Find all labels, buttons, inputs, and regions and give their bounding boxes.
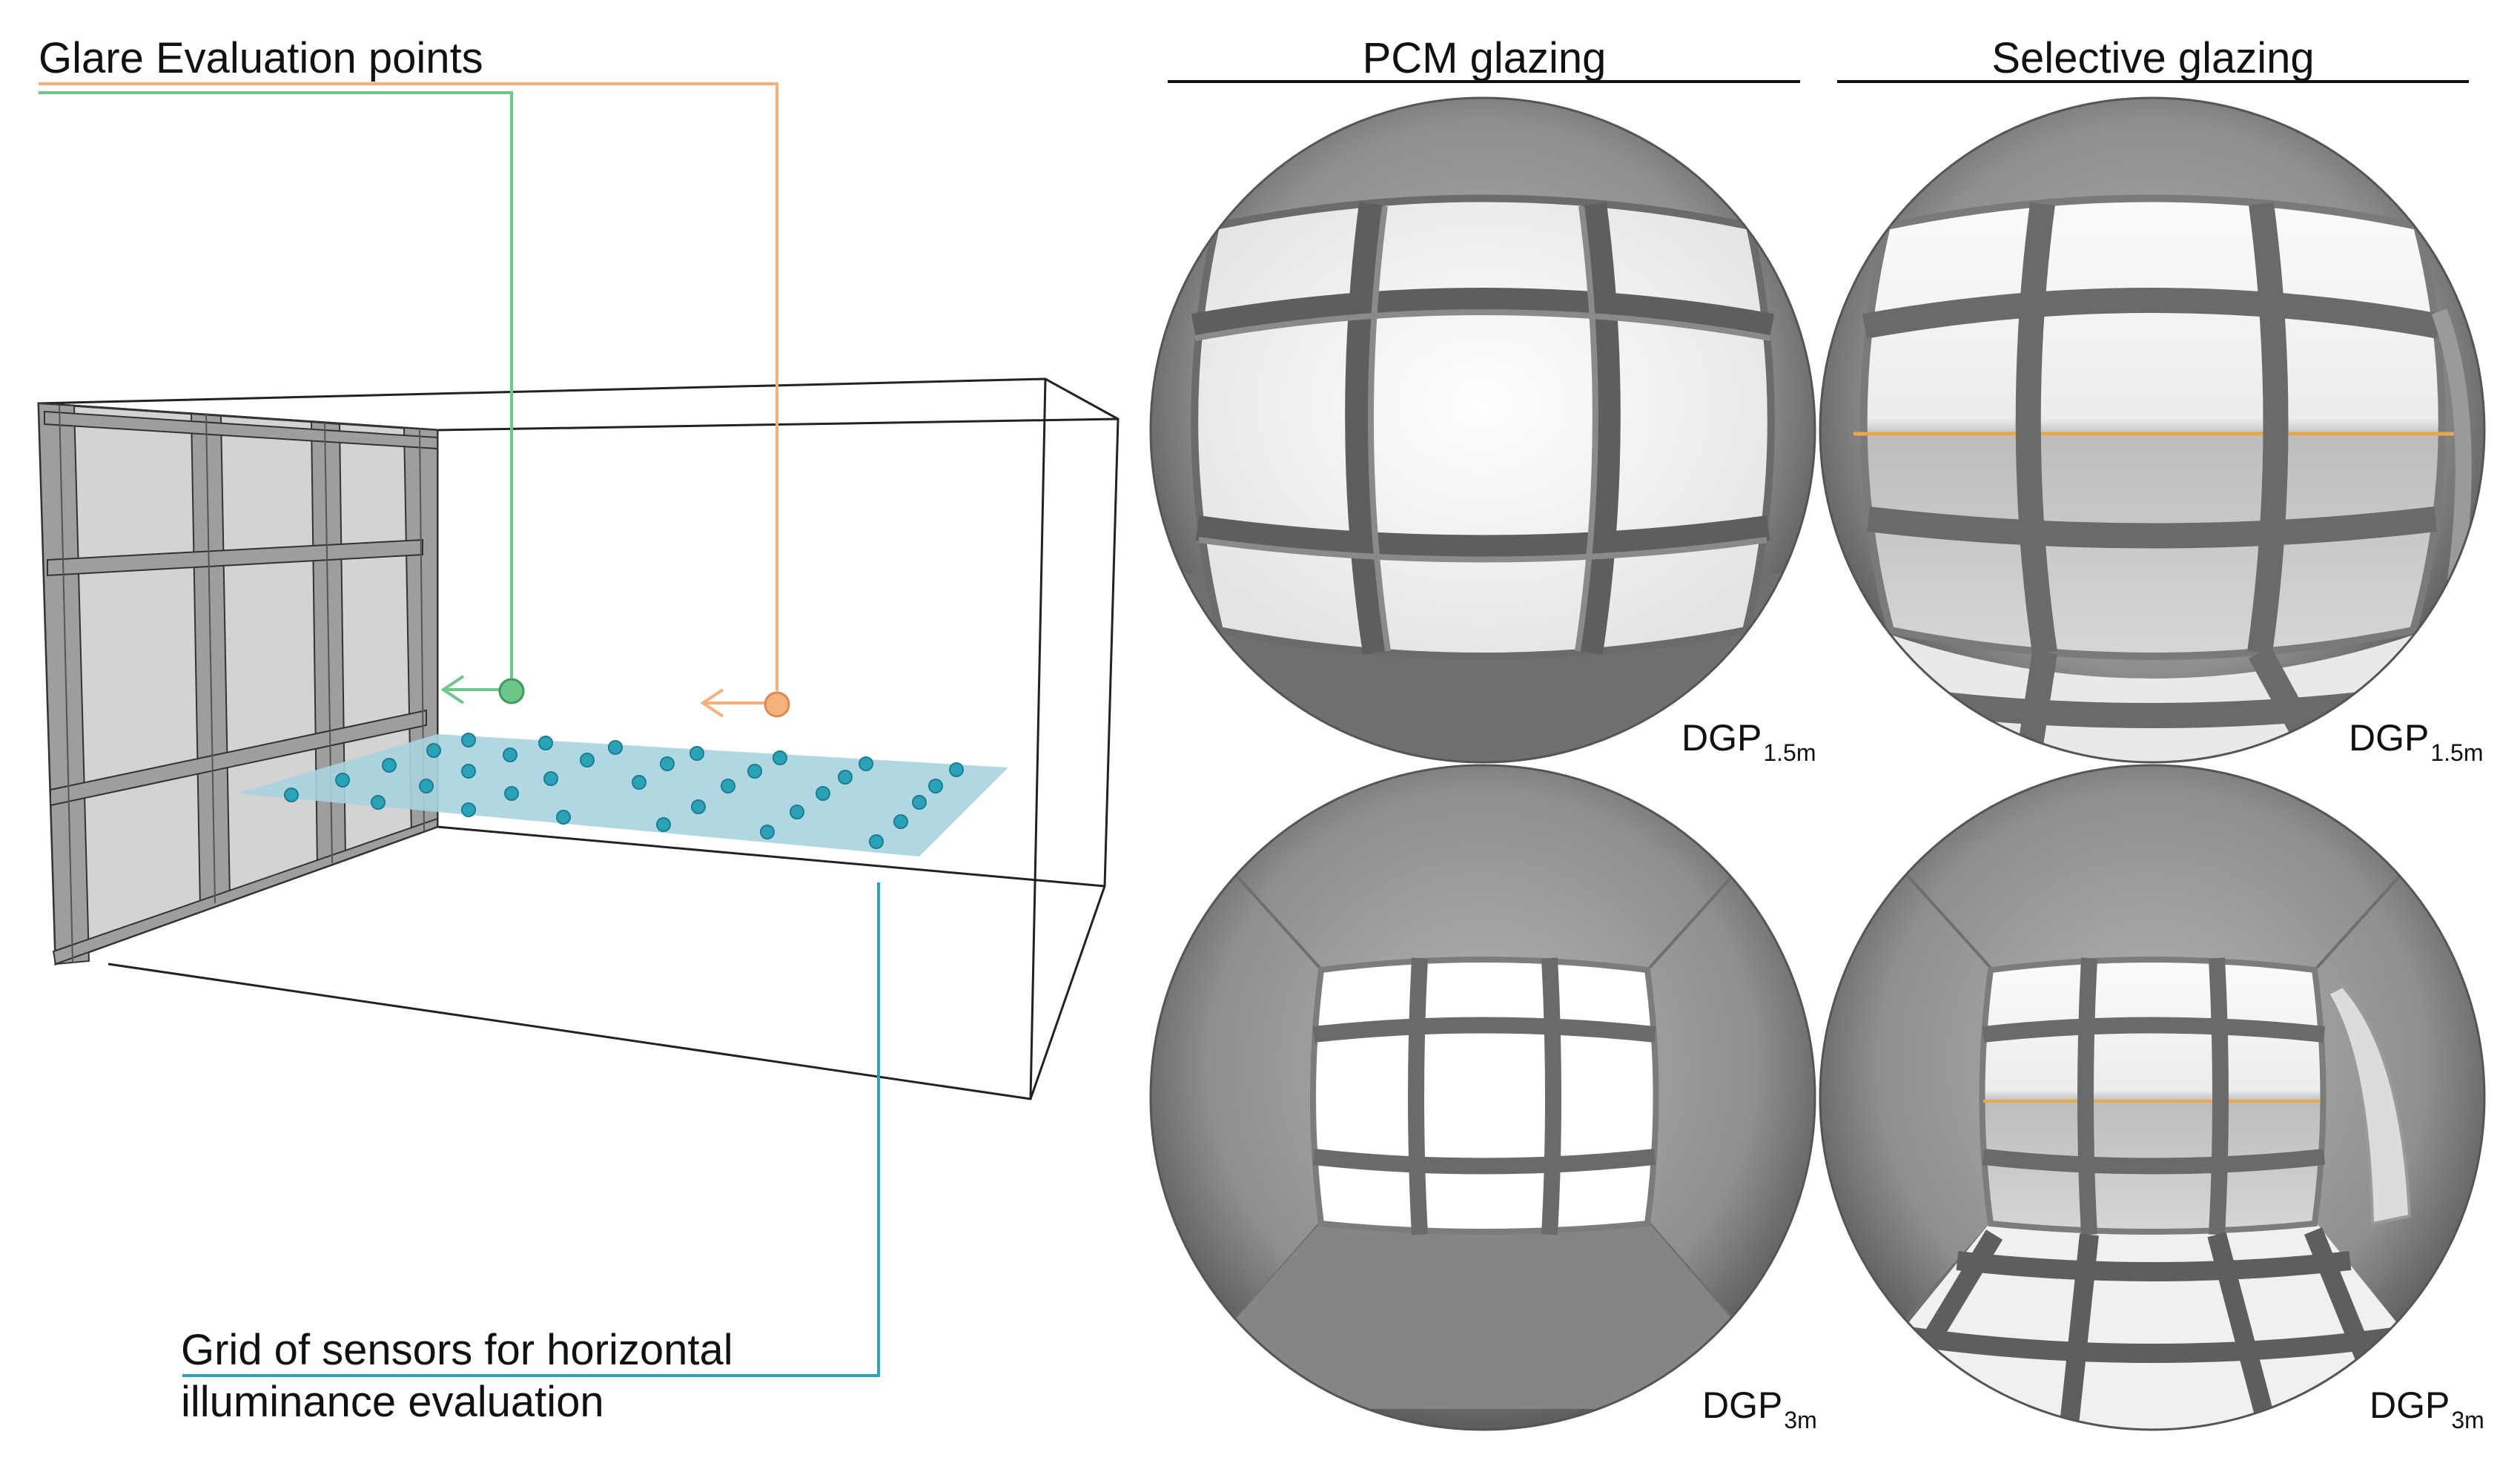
glare-points-label: Glare Evaluation points — [39, 34, 483, 82]
column-title-pcm: PCM glazing — [1362, 34, 1607, 82]
sensor-dot — [660, 756, 675, 771]
sensor-dot — [461, 764, 476, 779]
sensor-dot — [543, 771, 558, 786]
sensor-dot — [838, 770, 853, 785]
glare-point-far — [700, 688, 790, 718]
sensor-dot — [608, 740, 623, 755]
dgp-subscript: 1.5m — [2430, 739, 2484, 766]
sensor-grid — [284, 733, 964, 849]
dgp-metric: DGP — [1681, 717, 1762, 759]
dgp-label-pcm-1-5m: DGP1.5m — [1681, 719, 1816, 765]
sensor-dot — [632, 775, 646, 790]
sensor-dot — [461, 733, 476, 747]
sensor-dot — [335, 773, 350, 788]
leader-line-green — [39, 91, 513, 679]
render-outline — [1819, 96, 2486, 764]
dgp-subscript: 3m — [1784, 1407, 1817, 1433]
sensor-dot — [382, 758, 397, 773]
render-pcm-3m — [1151, 765, 1815, 1430]
sensor-dot — [773, 750, 787, 765]
sensor-dot — [790, 805, 804, 819]
sensor-dot — [580, 753, 595, 767]
sensor-dot — [419, 779, 434, 793]
dgp-label-selective-1-5m: DGP1.5m — [2349, 719, 2484, 765]
sensor-dot — [859, 756, 873, 771]
sensor-dot — [656, 817, 671, 832]
sensor-dot — [371, 795, 386, 810]
render-outline — [1149, 764, 1816, 1431]
dgp-metric: DGP — [2349, 717, 2430, 759]
dgp-label-selective-3m: DGP3m — [2369, 1387, 2484, 1432]
sensor-dot — [816, 786, 830, 801]
glare-point-near — [440, 675, 525, 704]
sensor-dot — [912, 795, 927, 810]
column-title-selective: Selective glazing — [1991, 34, 2315, 82]
render-selective-3m — [1820, 765, 2484, 1430]
room-diagram — [37, 82, 1120, 1377]
leader-line-teal — [182, 882, 880, 1377]
sensor-dot — [556, 810, 571, 825]
dgp-subscript: 3m — [2451, 1407, 2484, 1433]
sensor-dot — [504, 786, 519, 801]
render-pcm-1-5m — [1151, 98, 1815, 762]
sensor-dot — [949, 762, 964, 777]
dgp-subscript: 1.5m — [1763, 739, 1816, 766]
sensor-plane — [237, 734, 1008, 856]
sensor-dot — [503, 747, 517, 762]
window-wall — [37, 402, 439, 966]
sensor-dot — [869, 834, 884, 849]
sensor-dot — [721, 779, 735, 793]
dgp-label-pcm-3m: DGP3m — [1702, 1387, 1817, 1432]
sensor-dot — [426, 743, 441, 758]
leader-line-orange — [39, 82, 778, 691]
sensor-dot — [928, 779, 943, 793]
sensor-dot — [893, 814, 908, 829]
sensor-dot — [284, 788, 299, 802]
sensor-dot — [461, 802, 476, 817]
sensor-dot — [760, 825, 775, 839]
render-selective-1-5m — [1820, 98, 2484, 762]
sensor-dot — [689, 746, 704, 761]
sensor-dot — [747, 764, 762, 779]
dgp-metric: DGP — [2369, 1384, 2450, 1426]
sensor-grid-label-line2: illuminance evaluation — [181, 1378, 604, 1426]
sensor-dot — [691, 799, 706, 814]
sensor-dot — [538, 736, 553, 750]
sensor-grid-label-line1: Grid of sensors for horizontal — [181, 1326, 733, 1374]
dgp-metric: DGP — [1702, 1384, 1783, 1426]
render-outline — [1819, 764, 2486, 1431]
render-outline — [1149, 96, 1816, 764]
